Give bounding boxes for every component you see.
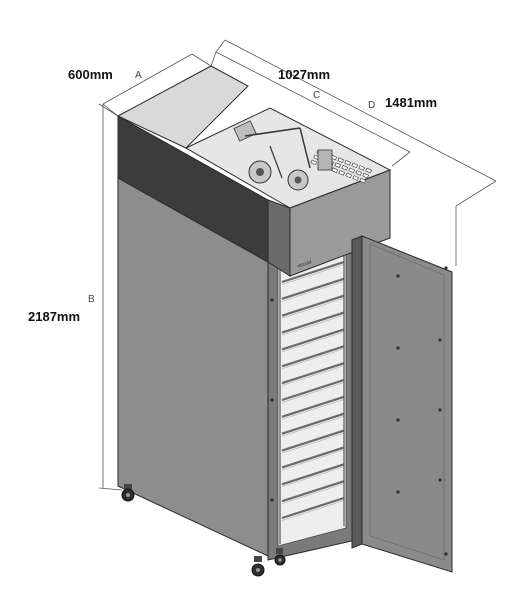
tray-rail — [281, 446, 345, 469]
refrigeration-unit: tefcold — [184, 107, 392, 277]
dim-value-depth: 600mm — [68, 67, 113, 82]
door-edge — [351, 235, 363, 549]
dim-value-open-width: 1481mm — [385, 95, 437, 110]
tray-rail-shadow — [281, 314, 345, 336]
tray-rail — [281, 480, 345, 503]
caster-wheel-icon — [251, 556, 265, 577]
tray-rail — [281, 260, 345, 284]
grille-slot — [355, 170, 362, 176]
compressor-components — [233, 120, 333, 191]
tray-rail-shadow — [281, 348, 345, 370]
grille-slot — [345, 172, 352, 179]
door-screw — [396, 490, 400, 494]
door-brand-label: tefcold — [297, 259, 313, 270]
door-screw — [270, 498, 274, 502]
grille-slot — [352, 175, 359, 181]
grille-slot — [348, 167, 355, 174]
door-gasket — [369, 243, 445, 561]
tray-rail-shadow — [281, 398, 345, 420]
cabinet-top-surface — [116, 65, 249, 149]
tray-rail — [281, 496, 345, 520]
tray-rail-shadow — [281, 415, 345, 437]
tray-rail — [281, 378, 345, 402]
door-hinge-icon — [270, 266, 448, 556]
grille-slot — [351, 162, 358, 169]
dim-letter-b: B — [88, 294, 95, 305]
tray-rail-shadow — [281, 449, 345, 471]
door-screw — [438, 478, 442, 482]
tray-rail — [281, 277, 345, 300]
tray-rail-shadow — [281, 331, 345, 353]
tray-rail-shadow — [281, 382, 345, 403]
dim-letter-c: C — [313, 90, 320, 101]
door-screw — [438, 338, 442, 342]
door-screw — [438, 408, 442, 412]
tray-rail — [281, 362, 345, 385]
dim-letter-d: D — [368, 100, 375, 111]
tray-rail-shadow — [281, 297, 345, 319]
casters — [121, 484, 286, 577]
dimension-lines — [98, 39, 497, 491]
dim-value-height: 2187mm — [28, 309, 80, 324]
tray-rail — [281, 294, 345, 317]
tray-rail — [281, 328, 345, 351]
door-screw — [444, 266, 448, 270]
door-panel — [361, 235, 453, 573]
grille-slot — [362, 172, 369, 179]
door-screw — [396, 346, 400, 350]
tray-rail-shadow — [281, 483, 345, 505]
tray-rail — [281, 311, 345, 334]
dim-letter-a: A — [135, 70, 142, 81]
open-door — [270, 235, 453, 573]
tray-rail-shadow — [281, 500, 345, 521]
grille-slot — [337, 157, 344, 163]
tray-rail — [281, 345, 345, 368]
tray-rail-shadow — [281, 466, 345, 488]
door-screw — [396, 418, 400, 422]
grille-slot — [341, 165, 348, 171]
cabinet — [116, 65, 357, 561]
tray-rails — [279, 250, 345, 544]
tray-rail — [281, 429, 345, 452]
grille-slot — [344, 160, 351, 166]
tray-rail-shadow — [281, 280, 345, 302]
grille-slot — [338, 170, 345, 176]
tray-rail — [281, 395, 345, 418]
tray-rail — [281, 463, 345, 486]
door-screw — [270, 298, 274, 302]
grille-slot — [310, 159, 317, 166]
tray-rail — [281, 412, 345, 435]
door-screw — [444, 552, 448, 556]
grille-slot — [358, 165, 365, 171]
grille-slot — [359, 177, 366, 184]
tray-rail-shadow — [281, 432, 345, 454]
caster-wheel-icon — [274, 548, 286, 566]
grille-slot — [334, 162, 341, 168]
unit-left-panel — [267, 199, 291, 277]
caster-wheel-icon — [121, 484, 135, 502]
tray-rail-shadow — [281, 264, 345, 285]
door-screw — [270, 398, 274, 402]
door-screw — [396, 274, 400, 278]
tray-rail-shadow — [281, 365, 345, 387]
dim-value-width: 1027mm — [278, 67, 330, 82]
grille-slot — [365, 167, 372, 174]
